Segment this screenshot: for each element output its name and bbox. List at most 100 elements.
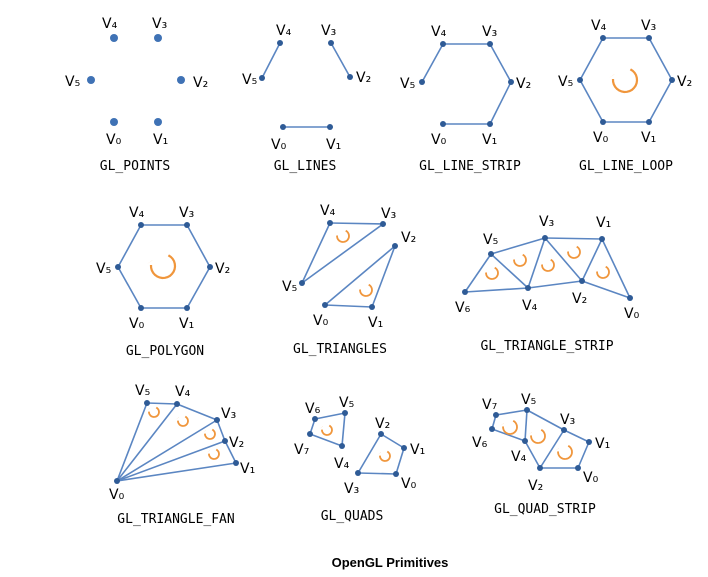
- gl-quad-strip-edge: [539, 429, 565, 469]
- gl-polygon-vertex: [115, 264, 121, 270]
- gl-triangles-vertex: [392, 243, 398, 249]
- gl-triangle-strip-caption: GL_TRIANGLE_STRIP: [480, 339, 613, 354]
- gl-line-loop-edge: [579, 79, 604, 123]
- gl-points-vertex: [110, 34, 118, 42]
- gl-triangles-vertex: [327, 220, 333, 226]
- gl-points-caption: GL_POINTS: [100, 159, 170, 174]
- gl-line-strip-edge: [421, 43, 444, 83]
- vertex-label: V₃: [152, 16, 167, 32]
- vertex-label: V₂: [193, 75, 208, 91]
- gl-triangle-fan-vertex: [222, 438, 228, 444]
- gl-quad-strip-vertex: [489, 426, 495, 432]
- vertex-label: V₂: [356, 70, 371, 86]
- gl-quads-vertex: [401, 445, 407, 451]
- vertex-label: V₄: [591, 18, 607, 34]
- gl-quad-strip-edge: [563, 429, 590, 443]
- vertex-label: V₂: [572, 291, 587, 307]
- rotation-arrowhead-icon: [147, 260, 153, 264]
- vertex-label: V₁: [410, 442, 425, 458]
- gl-quads-edge: [309, 433, 343, 447]
- rotation-arrow-icon: [557, 445, 573, 460]
- gl-line-loop-vertex: [577, 77, 583, 83]
- vertex-label: V₃: [344, 481, 359, 497]
- vertex-label: V₀: [313, 313, 329, 329]
- gl-triangle-fan-edge: [116, 440, 226, 482]
- vertex-label: V₁: [326, 137, 341, 153]
- vertex-label: V₇: [294, 442, 309, 458]
- gl-line-loop-vertex: [600, 119, 606, 125]
- gl-quad-strip-vertex: [575, 465, 581, 471]
- rotation-arrowhead-icon: [511, 256, 516, 259]
- vertex-label: V₄: [276, 23, 292, 39]
- gl-polygon-caption: GL_POLYGON: [126, 344, 204, 359]
- gl-triangle-strip-edge: [490, 253, 529, 289]
- rotation-arrow-icon: [149, 254, 177, 280]
- gl-lines-vertex: [280, 124, 286, 130]
- gl-points-vertex: [177, 76, 185, 84]
- gl-polygon-edge: [186, 224, 211, 268]
- rotation-arrowhead-icon: [609, 74, 615, 78]
- gl-triangle-strip-edge: [464, 287, 529, 293]
- gl-triangles-edge: [301, 223, 384, 284]
- gl-quad-strip-vertex: [561, 427, 567, 433]
- vertex-label: V₀: [106, 132, 122, 148]
- vertex-label: V₃: [321, 23, 336, 39]
- gl-polygon-vertex: [184, 222, 190, 228]
- rotation-arrow-icon: [611, 68, 639, 94]
- vertex-label: V₅: [65, 74, 80, 90]
- gl-quad-strip-vertex: [493, 412, 499, 418]
- gl-polygon-vertex: [138, 305, 144, 311]
- gl-quad-strip-edge: [524, 440, 541, 469]
- gl-triangle-strip-edge: [544, 237, 583, 282]
- rotation-arrowhead-icon: [202, 430, 207, 433]
- vertex-label: V₁: [179, 316, 194, 332]
- gl-line-strip-vertex: [487, 41, 493, 47]
- gl-lines-edge: [330, 42, 351, 78]
- gl-lines-vertex: [277, 40, 283, 46]
- rotation-arrowhead-icon: [539, 261, 544, 264]
- gl-line-loop-vertex: [669, 77, 675, 83]
- gl-line-strip-edge: [489, 81, 512, 125]
- vertex-label: V₃: [179, 205, 194, 221]
- gl-lines-vertex: [328, 40, 334, 46]
- gl-triangles-edge: [324, 304, 373, 308]
- vertex-label: V₁: [368, 315, 383, 331]
- rotation-arrowhead-icon: [594, 268, 599, 271]
- gl-triangle-strip-edge: [581, 238, 603, 282]
- vertex-label: V₂: [229, 435, 244, 451]
- vertex-label: V₂: [528, 478, 543, 494]
- gl-polygon-vertex: [207, 264, 213, 270]
- gl-polygon-edge: [186, 266, 211, 309]
- vertex-label: V₅: [400, 76, 415, 92]
- vertex-label: V₂: [215, 261, 230, 277]
- gl-triangle-fan-edge: [116, 462, 237, 482]
- vertex-label: V₀: [271, 137, 287, 153]
- gl-lines-vertex: [327, 124, 333, 130]
- vertex-label: V₃: [221, 406, 236, 422]
- gl-triangle-fan-edge: [146, 402, 178, 405]
- vertex-label: V₄: [129, 205, 145, 221]
- gl-triangle-fan-vertex: [214, 417, 220, 423]
- gl-line-strip-edge: [489, 43, 512, 83]
- gl-triangle-strip-vertex: [627, 295, 633, 301]
- vertex-label: V₅: [558, 74, 573, 90]
- rotation-arrowhead-icon: [555, 448, 560, 451]
- vertex-label: V₃: [539, 214, 554, 230]
- gl-line-strip-vertex: [440, 41, 446, 47]
- vertex-label: V₁: [153, 132, 168, 148]
- rotation-arrowhead-icon: [357, 286, 362, 289]
- vertex-label: V₆: [455, 300, 471, 316]
- vertex-label: V₀: [593, 130, 609, 146]
- gl-triangle-fan-edge: [116, 402, 148, 482]
- gl-quad-strip-edge: [491, 428, 526, 442]
- gl-quads-vertex: [378, 431, 384, 437]
- gl-line-strip-vertex: [487, 121, 493, 127]
- gl-triangle-strip-edge: [490, 237, 546, 255]
- vertex-label: V₄: [102, 16, 118, 32]
- vertex-label: V₀: [129, 316, 145, 332]
- gl-triangle-fan-caption: GL_TRIANGLE_FAN: [117, 512, 234, 527]
- gl-lines-vertex: [347, 74, 353, 80]
- gl-line-loop-vertex: [646, 35, 652, 41]
- gl-quads-edge: [357, 472, 397, 475]
